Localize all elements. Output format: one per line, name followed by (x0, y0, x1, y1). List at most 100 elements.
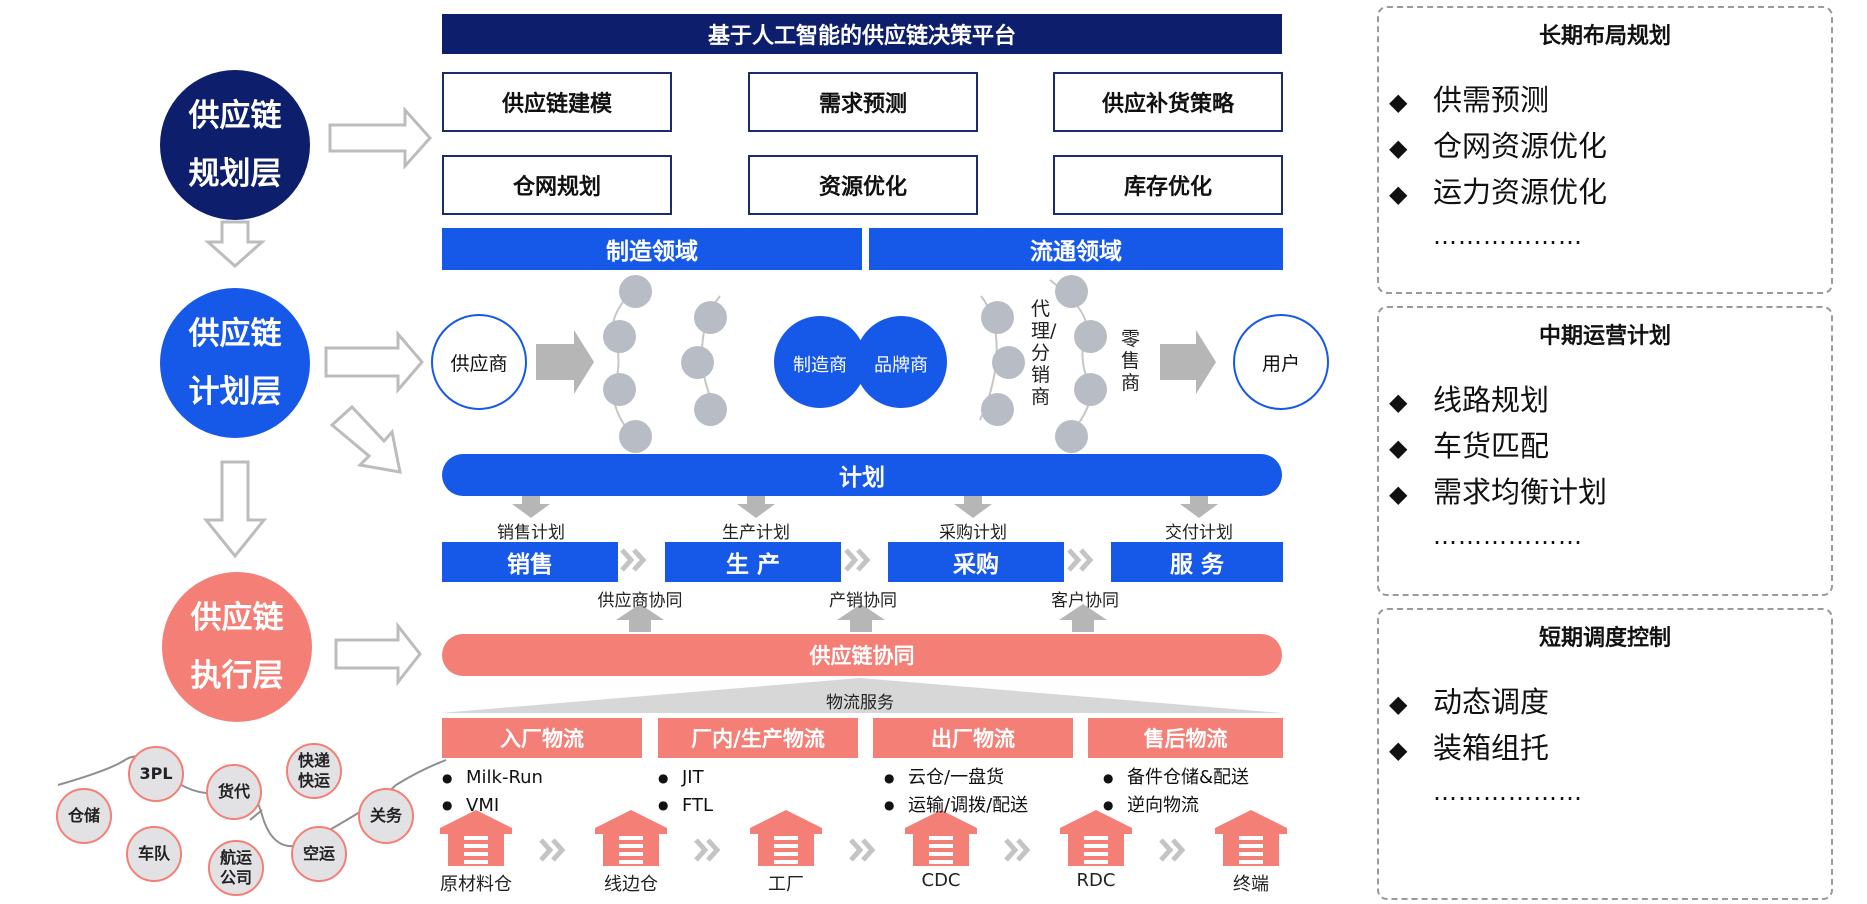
list-item: ●FTL (658, 794, 714, 816)
mid-term-panel: 中期运营计划 ◆线路规划 ◆车货匹配 ◆需求均衡计划 ……………… (1377, 306, 1833, 596)
panel-title: 长期布局规划 (1538, 24, 1671, 49)
panel-list: ◆供需预测 ◆仓网资源优化 ◆运力资源优化 (1389, 78, 1607, 216)
outbound-items: ●云仓/一盘货 ●运输/调拨/配送 (884, 764, 1028, 819)
plan-layer-line2: 计划层 (188, 374, 282, 410)
plan-layer-circle: 供应链 计划层 (160, 288, 310, 438)
eco-warehousing: 仓储 (56, 788, 112, 844)
collab-production-sales: 产销协同 (829, 591, 897, 611)
diagonal-arrow-icon (329, 404, 402, 474)
function-production: 生 产 (665, 542, 841, 582)
down-arrow-icon (954, 494, 992, 518)
down-arrow-icon (737, 494, 775, 518)
more-indicator: ……………… (1433, 222, 1583, 250)
up-arrow-icon (837, 604, 885, 632)
down-arrow-icon (202, 460, 268, 559)
planning-layer-line1: 供应链 (188, 98, 282, 134)
chain-dot (992, 346, 1025, 379)
eco-customs: 关务 (358, 788, 414, 844)
list-item: ●JIT (658, 767, 704, 788)
inplant-items: ●JIT ●FTL (658, 764, 713, 819)
plan-layer-line1: 供应链 (188, 316, 282, 352)
plan-bar: 计划 (442, 454, 1282, 496)
manufacturer-label: 制造商 (793, 355, 847, 376)
module-demand-forecast: 需求预测 (748, 72, 978, 132)
list-item: ●Milk-Run (442, 767, 543, 788)
panel-list: ◆动态调度 ◆装箱组托 (1389, 680, 1549, 772)
warehouse-icon (905, 810, 977, 866)
list-item: ◆运力资源优化 (1389, 175, 1608, 209)
sub-plan-delivery: 交付计划 (1165, 523, 1233, 543)
chain-dot (981, 301, 1014, 334)
function-procurement: 采购 (888, 542, 1064, 582)
list-item: ◆需求均衡计划 (1389, 475, 1608, 509)
chain-dot (603, 373, 636, 406)
chain-dot (1074, 320, 1107, 353)
node-terminal: 终端 (1233, 874, 1269, 895)
execution-layer-line1: 供应链 (190, 600, 284, 636)
warehouse-icon (750, 810, 822, 866)
sub-plan-procurement: 采购计划 (939, 523, 1007, 543)
panel-title: 中期运营计划 (1538, 324, 1671, 349)
function-service: 服 务 (1111, 542, 1283, 582)
logistics-service-label: 物流服务 (826, 693, 894, 713)
eco-freight-forwarder: 货代 (206, 764, 262, 820)
list-item: ●逆向物流 (1103, 794, 1199, 816)
node-raw-material-warehouse: 原材料仓 (440, 874, 512, 895)
warehouse-icon (1060, 810, 1132, 866)
chain-dot (981, 393, 1014, 426)
module-network-planning: 仓网规划 (442, 155, 672, 215)
up-arrow-icon (1059, 604, 1107, 632)
aftersales-items: ●备件仓储&配送 ●逆向物流 (1103, 764, 1249, 819)
collab-customer: 客户协同 (1051, 591, 1119, 611)
chain-dot (619, 420, 652, 453)
module-replenishment-strategy: 供应补货策略 (1053, 72, 1283, 132)
right-arrow-icon (328, 106, 433, 170)
node-rdc: RDC (1076, 870, 1116, 891)
sub-plan-sales: 销售计划 (497, 523, 565, 543)
execution-layer-circle: 供应链 执行层 (162, 572, 312, 722)
eco-shipping: 航运公司 (208, 840, 264, 896)
outbound-logistics: 出厂物流 (873, 718, 1073, 758)
up-arrow-icon (616, 604, 664, 632)
eco-fleet: 车队 (126, 826, 182, 882)
short-term-panel: 短期调度控制 ◆动态调度 ◆装箱组托 ……………… (1377, 608, 1833, 900)
more-indicator: ……………… (1433, 522, 1583, 550)
manufacturer-node (774, 316, 866, 408)
list-item: ◆车货匹配 (1389, 429, 1550, 463)
panel-title: 短期调度控制 (1538, 626, 1671, 651)
collab-supplier: 供应商协同 (597, 591, 683, 611)
chain-dot (603, 320, 636, 353)
node-line-side-warehouse: 线边仓 (604, 874, 658, 895)
list-item: ◆线路规划 (1389, 383, 1550, 417)
chain-dot (1055, 275, 1088, 308)
more-indicator: ……………… (1433, 778, 1583, 806)
node-cdc: CDC (921, 870, 961, 891)
node-factory: 工厂 (768, 874, 804, 895)
manufacturing-domain-bar: 制造领域 (442, 228, 862, 270)
module-resource-optimization: 资源优化 (748, 155, 978, 215)
eco-express: 快递快运 (286, 743, 342, 799)
warehouse-icon (595, 810, 667, 866)
supply-chain-collab-bar: 供应链协同 (442, 634, 1282, 676)
planning-layer-circle: 供应链 规划层 (160, 70, 310, 220)
list-item: ●运输/调拨/配送 (884, 794, 1029, 816)
warehouse-icon (1215, 810, 1287, 866)
list-item: ◆仓网资源优化 (1389, 129, 1608, 163)
brand-node (855, 316, 947, 408)
eco-3pl: 3PL (128, 746, 184, 802)
platform-title: 基于人工智能的供应链决策平台 (442, 14, 1282, 54)
long-term-panel: 长期布局规划 ◆供需预测 ◆仓网资源优化 ◆运力资源优化 ……………… (1377, 6, 1833, 294)
list-item: ◆动态调度 (1389, 685, 1550, 719)
solid-arrow-icon (536, 330, 594, 394)
solid-arrow-icon (1160, 330, 1216, 394)
list-item: ◆供需预测 (1389, 83, 1550, 117)
execution-layer-line2: 执行层 (190, 658, 284, 694)
user-node: 用户 (1233, 314, 1329, 410)
inbound-logistics: 入厂物流 (442, 718, 642, 758)
function-sales: 销售 (442, 542, 618, 582)
chain-dot (694, 393, 727, 426)
module-supply-chain-modeling: 供应链建模 (442, 72, 672, 132)
retailer-label: 零售商 (1121, 328, 1141, 394)
chain-dot (681, 346, 714, 379)
